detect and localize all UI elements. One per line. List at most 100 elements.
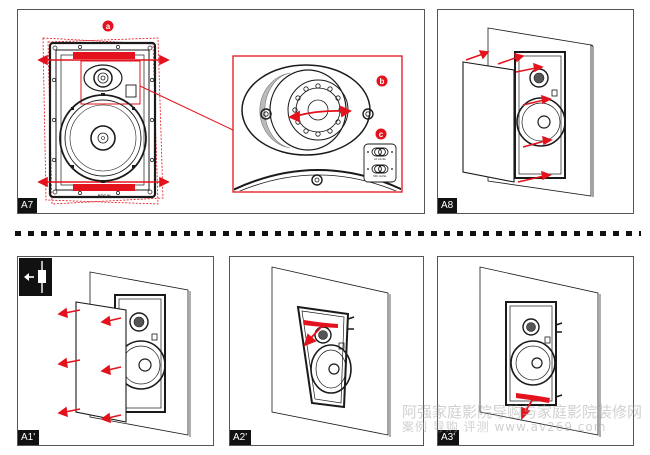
step-label-a7: A7 [18,198,38,213]
tilt-arrow [303,325,323,347]
a2-illustration [271,266,391,437]
frame-screws [52,45,154,195]
panel-step-a3: A3' [437,256,634,446]
level-switch-panel: HF LEVEL MID LEVEL [363,143,397,183]
divider-dash [197,231,203,236]
divider-dash [210,231,216,236]
divider-dash [457,231,463,236]
divider-dash [574,231,580,236]
wall-panel [271,266,389,436]
bottom-clamp-bar [73,184,135,191]
divider-dash [184,231,190,236]
divider-dash [41,231,47,236]
divider-dash [288,231,294,236]
divider-dash [93,231,99,236]
divider-dash [314,231,320,236]
a7-illustration: FOCAL a [37,20,403,205]
hf-level-switch [371,147,389,157]
callout-b-badge [376,75,388,87]
divider-dash [106,231,112,236]
divider-dash [561,231,567,236]
speaker-frame [514,51,566,179]
divider-dash [275,231,281,236]
speaker-frame [505,301,563,406]
hf-level-label: HF LEVEL [374,157,387,161]
divider-dash [262,231,268,236]
divider-dash [223,231,229,236]
divider-dash [509,231,515,236]
divider-dash [340,231,346,236]
remove-grille-icon-bg [19,258,52,296]
zoom-connector [139,85,234,131]
divider-dash [600,231,606,236]
divider-dash [587,231,593,236]
panel-step-a1: A1' [17,256,214,446]
panel-step-a8: A8 [437,9,634,214]
zoom-region-outline [80,60,141,105]
divider-dash [366,231,372,236]
tweeter-detail: b c HF LEVEL MID LEVEL [232,55,403,193]
divider-dash [119,231,125,236]
grille-cover [75,301,127,423]
divider-dash [249,231,255,236]
divider-dash [301,231,307,236]
divider-dash [171,231,177,236]
a3-illustration [479,266,601,437]
divider-dash [132,231,138,236]
step-label-a2: A2' [230,430,252,445]
tweeter [83,64,123,92]
divider-dash [392,231,398,236]
step-label-a1: A1' [18,430,40,445]
callout-a-badge [102,20,114,32]
divider-dash [418,231,424,236]
mid-level-switch [371,164,389,174]
divider-dash [496,231,502,236]
divider-dash [548,231,554,236]
divider-dash [431,231,437,236]
top-clamp-bar [73,52,135,59]
brand-logo: FOCAL [98,193,112,198]
a1-illustration [19,258,191,437]
rotate-arrow [287,105,352,123]
divider-dash [522,231,528,236]
wall-panel [479,266,599,436]
divider-dash [327,231,333,236]
switch-box-small [125,84,137,98]
step-label-a3: A3' [438,430,460,445]
push-arrows [465,50,553,183]
panel-step-a7: FOCAL a [17,9,425,214]
divider-dash [483,231,489,236]
expand-arrows [37,54,170,188]
divider-dash [158,231,164,236]
pull-arrows [57,307,122,424]
speaker-frame-tilted [296,305,355,409]
callout-c-text: c [379,130,384,139]
speaker-frame [48,41,157,199]
callout-c-badge [375,128,387,140]
divider-dash [613,231,619,236]
tilt-highlight [516,393,550,403]
divider-dash [54,231,60,236]
divider-dash [67,231,73,236]
section-divider [15,231,641,236]
divider-dash [535,231,541,236]
mid-level-label: MID LEVEL [373,174,387,178]
callout-a-text: a [106,22,111,31]
divider-dash [28,231,34,236]
panel-step-a2: A2' [229,256,424,446]
step-label-a8: A8 [438,198,458,213]
divider-dash [470,231,476,236]
remove-grille-icon [24,261,46,293]
divider-dash [80,231,86,236]
divider-dash [626,231,632,236]
divider-dash [353,231,359,236]
divider-dash [639,231,641,236]
divider-dash [236,231,242,236]
divider-dash [145,231,151,236]
divider-dash [379,231,385,236]
divider-dash [444,231,450,236]
divider-dash [405,231,411,236]
tilt-arrow [521,398,534,421]
tilt-highlight [304,320,338,328]
a8-illustration [462,27,594,197]
